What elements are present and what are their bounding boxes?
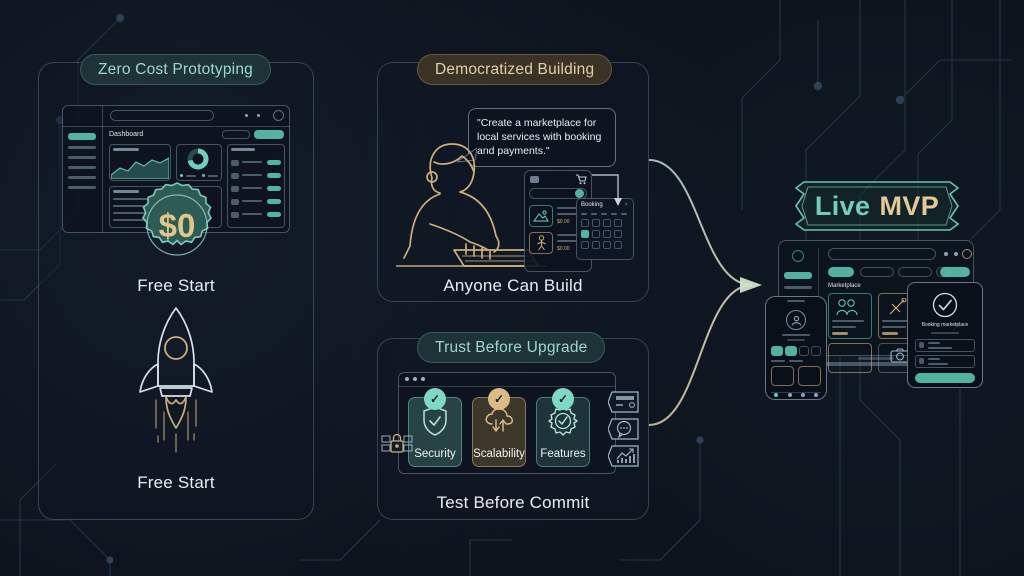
laptop-section-title: Marketplace <box>828 283 861 289</box>
listing-price-1: $0.00 <box>557 219 570 225</box>
cloud-sync-icon <box>485 408 513 432</box>
flow-arrow-down-icon <box>592 174 622 206</box>
zero-dollar-seal: $0 <box>142 182 212 256</box>
chat-bubble-icon[interactable] <box>608 417 640 441</box>
filter-chip[interactable] <box>898 267 932 277</box>
security-check-badge: ✓ <box>424 388 446 410</box>
filter-chip[interactable] <box>860 267 894 277</box>
nav-icon-search[interactable] <box>788 393 792 397</box>
product-card[interactable] <box>828 293 872 339</box>
listing-thumb-2 <box>529 232 553 254</box>
nav-icon-home[interactable] <box>774 393 778 397</box>
dashboard-title: Dashboard <box>109 131 144 138</box>
phone-chip[interactable] <box>811 346 821 356</box>
live-mvp-banner-frame <box>794 181 960 231</box>
nav-icon-saved[interactable] <box>801 393 805 397</box>
banner-word-mvp: MVP <box>879 190 940 221</box>
product-card[interactable] <box>828 343 872 373</box>
sidebar-active-item[interactable] <box>68 133 96 140</box>
dashboard-avatar <box>273 110 284 121</box>
nav-icon-profile[interactable] <box>814 393 818 397</box>
analytics-chart-icon[interactable] <box>608 444 640 468</box>
laptop-sidebar-active[interactable] <box>784 272 812 279</box>
phone-tile[interactable] <box>771 366 794 386</box>
app-search-input[interactable] <box>529 188 587 199</box>
listing-price-2: $0.00 <box>557 246 570 252</box>
trust-card-scalability-label: Scalability <box>473 448 525 460</box>
hamburger-icon <box>530 176 539 183</box>
booking-panel-title: Booking <box>581 202 603 208</box>
caption-free-start-top: Free Start <box>137 276 215 295</box>
speech-bubble-prompt: "Create a marketplace for local services… <box>468 108 616 167</box>
filter-chip-active[interactable] <box>828 267 854 277</box>
caption-anyone-can-build: Anyone Can Build <box>443 276 583 295</box>
laptop-searchbar[interactable] <box>828 248 936 260</box>
listing-thumb-1 <box>529 205 553 227</box>
tablet-field-1[interactable] <box>915 339 975 352</box>
phone-chip[interactable] <box>771 346 783 356</box>
badge-zero-cost-prototyping: Zero Cost Prototyping <box>80 54 271 85</box>
rocket-illustration <box>139 307 213 453</box>
phone-chip[interactable] <box>785 346 797 356</box>
speech-bubble-tail <box>456 147 477 163</box>
tablet-mockup: Booking marketplace <box>907 282 983 388</box>
booking-calendar-panel: Booking › <box>576 198 634 260</box>
profile-avatar <box>786 310 806 330</box>
shield-check-icon <box>423 406 447 436</box>
dashboard-searchbar[interactable] <box>110 110 214 121</box>
svg-text:$0: $0 <box>159 207 196 244</box>
calendar-selected-day[interactable] <box>581 230 589 238</box>
banner-word-live: Live <box>814 190 871 221</box>
badge-trust-before-upgrade: Trust Before Upgrade <box>417 332 606 363</box>
badge-democratized-building: Democratized Building <box>417 54 613 85</box>
cart-icon <box>576 174 587 185</box>
scalability-check-badge: ✓ <box>488 388 510 410</box>
credit-card-icon[interactable] <box>608 390 640 414</box>
trust-card-features-label: Features <box>540 448 586 460</box>
features-check-badge: ✓ <box>552 388 574 410</box>
trust-card-security-label: Security <box>414 448 456 460</box>
caption-free-start-bottom: Free Start <box>137 473 215 492</box>
panel-democratized-building <box>377 62 649 302</box>
tablet-submit-button[interactable] <box>915 373 975 383</box>
chevron-right-icon[interactable]: › <box>625 201 628 208</box>
tablet-field-2[interactable] <box>915 355 975 368</box>
lock-icon <box>381 433 413 453</box>
success-check-icon <box>932 292 958 318</box>
gear-check-icon <box>548 406 578 436</box>
caption-test-before-commit: Test Before Commit <box>436 493 590 512</box>
tablet-title: Booking marketplace <box>921 322 969 328</box>
live-mvp-banner-text: Live MVP <box>794 180 960 232</box>
phone-tile[interactable] <box>798 366 821 386</box>
phone-chip[interactable] <box>799 346 809 356</box>
laptop-cta-button[interactable] <box>940 267 970 277</box>
phone-mockup <box>765 296 827 400</box>
